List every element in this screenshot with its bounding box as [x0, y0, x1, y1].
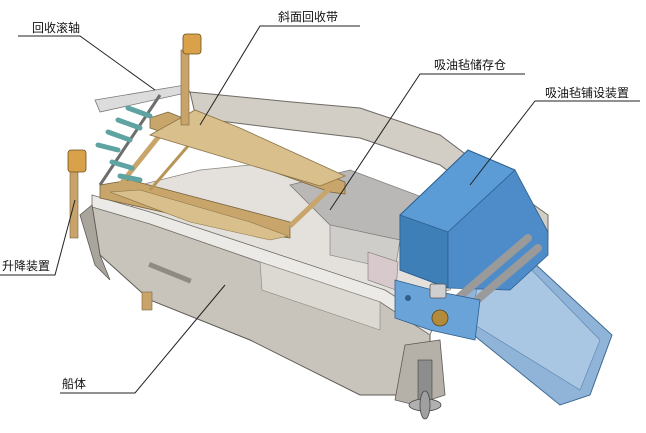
leader-hull	[60, 284, 226, 394]
leader-lifting-device	[0, 199, 76, 276]
label-recovery-roller: 回收滚轴	[32, 21, 81, 35]
hull-near-rail	[91, 194, 436, 336]
label-inclined-belt: 斜面回收带	[278, 10, 339, 24]
device-bolt	[405, 295, 411, 301]
motor-icon	[182, 33, 202, 55]
leader-lines	[0, 25, 640, 394]
roller-paddles	[95, 105, 153, 183]
leader-inclined-belt	[199, 25, 360, 126]
leader-felt-storage	[329, 73, 525, 211]
leader-recovery-roller	[18, 35, 156, 91]
hull-slot	[148, 261, 192, 284]
label-felt-storage: 吸油毡储存仓	[434, 58, 507, 72]
device-motor-icon	[429, 283, 447, 299]
frame-strut-2	[288, 186, 332, 228]
roller-mount	[94, 84, 191, 113]
belt-surface	[148, 109, 347, 187]
recovery-roller	[94, 84, 191, 186]
inclined-belt	[109, 109, 347, 241]
lift-post-rear	[180, 49, 190, 126]
felt-laying-device	[394, 149, 613, 406]
belt-lower-surface	[109, 189, 290, 241]
label-lifting-device: 升降装置	[2, 259, 51, 273]
label-felt-laying-device: 吸油毡铺设装置	[545, 86, 630, 100]
label-hull: 船体	[62, 377, 87, 391]
hull-keel	[141, 291, 153, 311]
hull-inner-wall	[259, 261, 381, 331]
propeller-icon	[408, 359, 442, 420]
leader-felt-laying	[469, 100, 640, 186]
device-rollers	[454, 234, 542, 310]
hull-bow	[79, 204, 111, 281]
lift-motor-front	[67, 149, 87, 173]
device-gear	[431, 309, 449, 327]
